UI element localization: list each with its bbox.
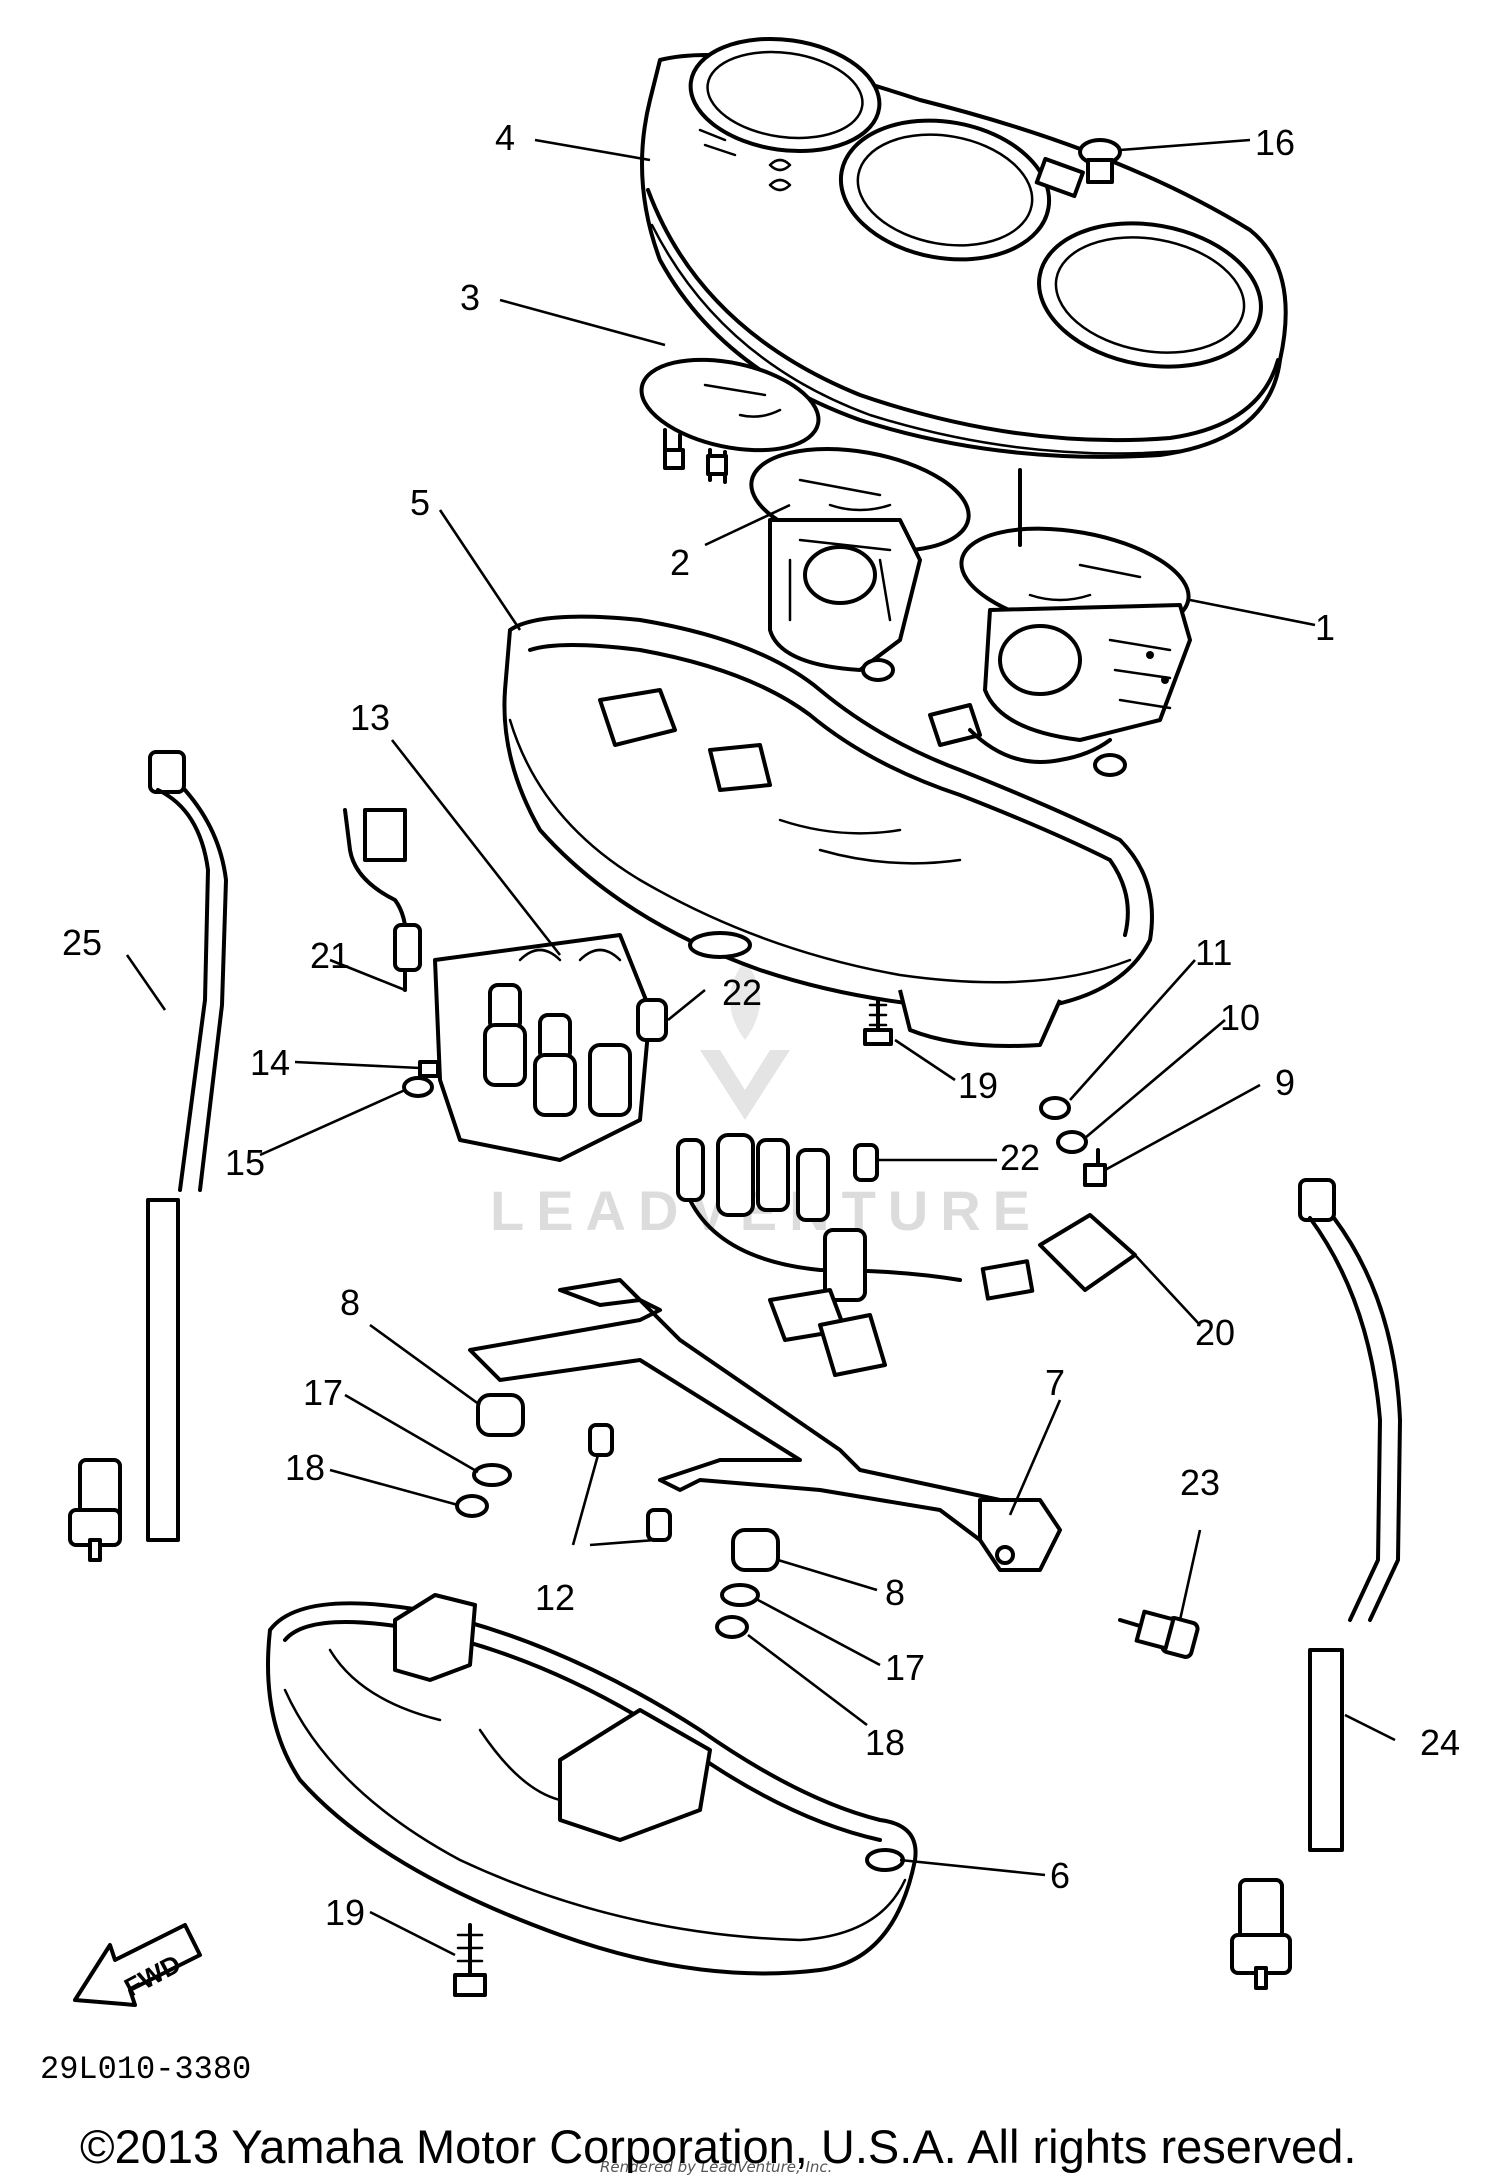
- callout-2: 2: [670, 542, 690, 583]
- part-damper-left: [455, 1393, 525, 1518]
- callout-21: 21: [310, 935, 350, 976]
- callout-10: 10: [1220, 997, 1260, 1038]
- callout-5: 5: [410, 482, 430, 523]
- callout-labels: 1 2 3 4 5 6 7 8 8 9 10 11 12 13 14 15 16…: [62, 117, 1460, 1933]
- diagram-code: 29L010-3380: [40, 2051, 251, 2088]
- callout-22a: 22: [722, 972, 762, 1013]
- part-hardware-middle: [863, 998, 1107, 1187]
- callout-23: 23: [1180, 1462, 1220, 1503]
- callout-16: 16: [1255, 122, 1295, 163]
- part-damper-right: [715, 1528, 780, 1639]
- callout-14: 14: [250, 1042, 290, 1083]
- part-meter-housing: [502, 614, 1154, 1048]
- callout-6: 6: [1050, 1855, 1070, 1896]
- callout-1: 1: [1315, 607, 1335, 648]
- callout-20: 20: [1195, 1312, 1235, 1353]
- rendered-by: Rendered by LeadVenture, Inc.: [600, 2158, 832, 2176]
- callout-25: 25: [62, 922, 102, 963]
- part-spacers: [588, 1423, 672, 1542]
- callout-24: 24: [1420, 1722, 1460, 1763]
- part-meter-case: [640, 36, 1288, 459]
- part-grommet: [1078, 138, 1122, 184]
- part-lower-cover: [266, 1593, 918, 1976]
- callout-7: 7: [1045, 1362, 1065, 1403]
- part-bracket: [468, 1278, 1062, 1572]
- callout-13: 13: [350, 697, 390, 738]
- forward-direction-arrow: FWD: [73, 1923, 202, 2007]
- part-speedometer-cable: [1230, 1178, 1402, 1990]
- callout-19b: 19: [325, 1892, 365, 1933]
- callout-19a: 19: [958, 1065, 998, 1106]
- callout-4: 4: [495, 117, 515, 158]
- leader-lines: [125, 138, 1396, 1957]
- callout-18a: 18: [285, 1447, 325, 1488]
- part-lamp-harness-right: [676, 1133, 1137, 1377]
- part-lamp-harness-left: [343, 808, 668, 1162]
- callout-8b: 8: [885, 1572, 905, 1613]
- callout-17b: 17: [885, 1647, 925, 1688]
- part-reset-knob: [1118, 1609, 1200, 1659]
- part-screw-bottom: [453, 1923, 487, 1997]
- part-tachometer: [749, 447, 971, 682]
- part-indicator-panel: [639, 357, 821, 484]
- callout-22b: 22: [1000, 1137, 1040, 1178]
- callout-12: 12: [535, 1577, 575, 1618]
- copyright-notice: ©2013 Yamaha Motor Corporation, U.S.A. A…: [80, 2120, 1356, 2173]
- part-tachometer-cable: [68, 750, 228, 1562]
- callout-17a: 17: [303, 1372, 343, 1413]
- callout-9: 9: [1275, 1062, 1295, 1103]
- callout-3: 3: [460, 277, 480, 318]
- callout-8a: 8: [340, 1282, 360, 1323]
- callout-18b: 18: [865, 1722, 905, 1763]
- callout-11: 11: [1195, 932, 1232, 973]
- part-speedometer: [928, 468, 1192, 777]
- callout-15: 15: [225, 1142, 265, 1183]
